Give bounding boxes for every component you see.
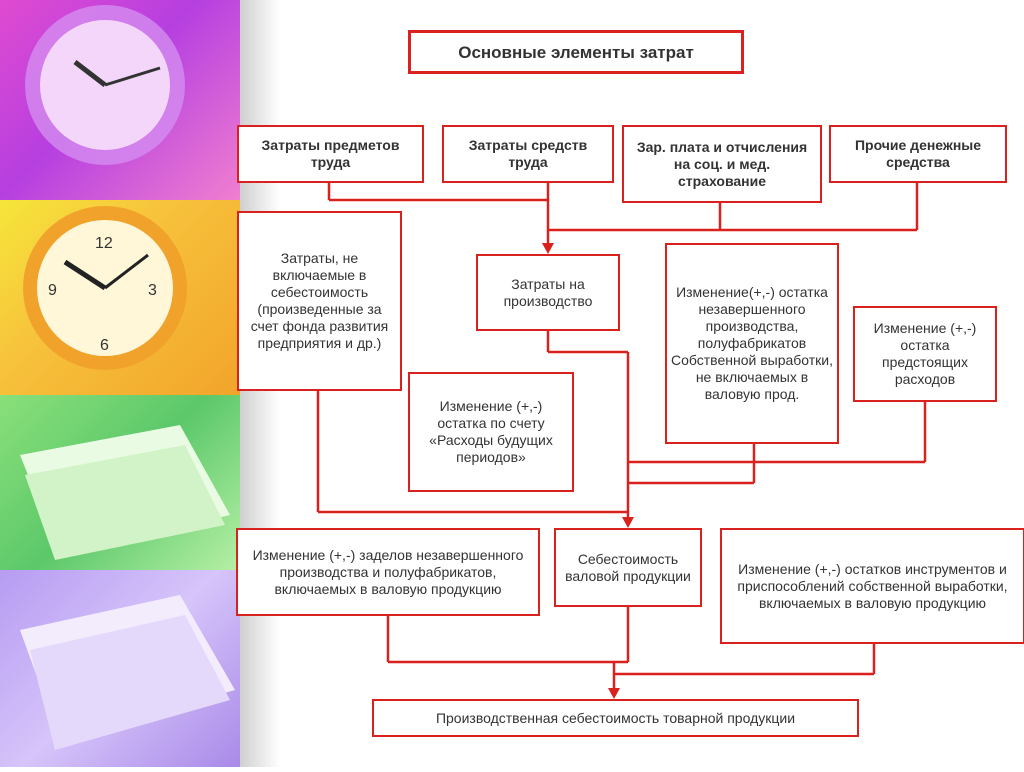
box-production-costs: Затраты на производство [476,254,620,331]
box-tool-costs: Затраты средств труда [442,125,614,183]
svg-text:9: 9 [48,282,57,299]
clock-purple-image [0,0,240,200]
papers-purple-image [0,570,240,767]
clock-icon [25,5,185,165]
papers-green-image [0,395,240,570]
box-tools-change: Изменение (+,-) остатков инструментов и … [720,528,1024,644]
box-excluded: Затраты, не включаемые в себестоимость (… [237,211,402,391]
box-gross-cost: Себестоимость валовой продукции [554,528,702,607]
box-mat-costs: Затраты предметов труда [237,125,424,183]
box-final: Производственная себестоимость товарной … [372,699,859,737]
svg-text:12: 12 [95,235,113,252]
papers-icon [20,595,235,750]
box-other-money: Прочие денежные средства [829,125,1007,183]
clock-icon: 12 3 6 9 [23,206,187,370]
box-backlog-change: Изменение (+,-) заделов незавершенного п… [236,528,540,616]
svg-text:6: 6 [100,337,109,354]
papers-icon [20,425,230,560]
box-deferred-change: Изменение (+,-) остатка по счету «Расход… [408,372,574,492]
svg-text:3: 3 [148,282,157,299]
box-wages: Зар. плата и отчисления на соц. и мед. с… [622,125,822,203]
box-reserve-change: Изменение (+,-) остатка предстоящих расх… [853,306,997,402]
box-wip-change: Изменение(+,-) остатка незавершенного пр… [665,243,839,444]
diagram-title: Основные элементы затрат [408,30,744,74]
clock-orange-image: 12 3 6 9 [0,200,240,395]
decorative-sidebar: 12 3 6 9 [0,0,240,767]
